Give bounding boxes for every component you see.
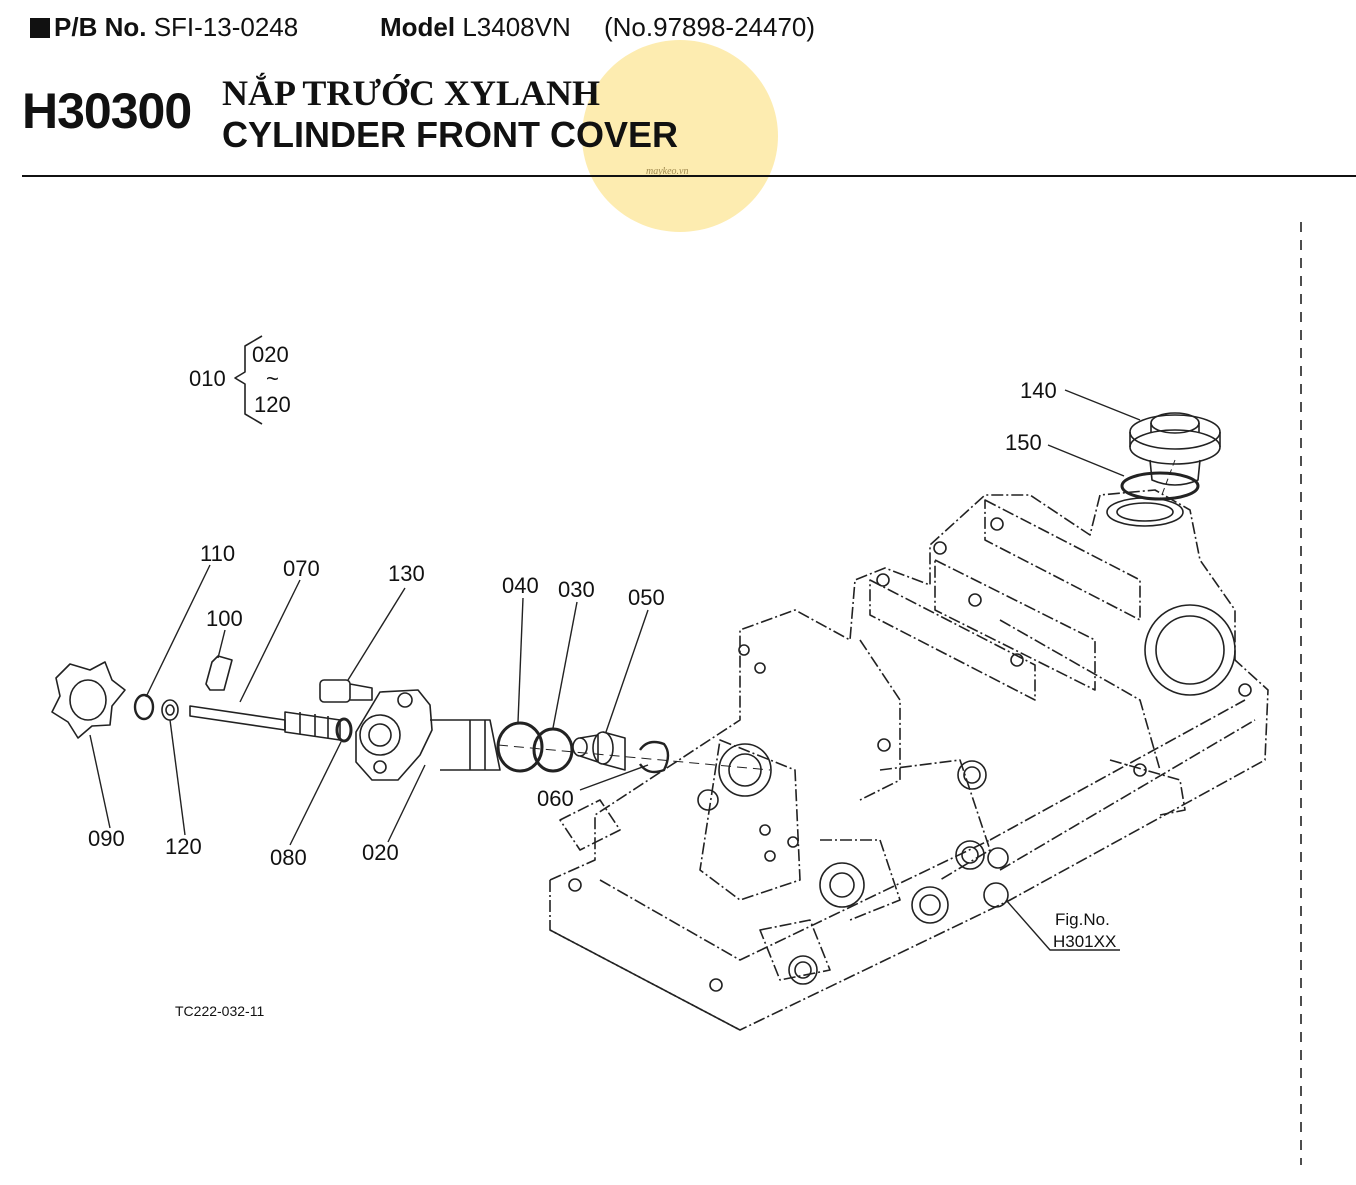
part-090-knob (51, 661, 126, 739)
label-120: 120 (165, 834, 202, 859)
leader-lines (89, 389, 1141, 951)
pb-value: SFI-13-0248 (153, 12, 299, 42)
part-030-backup-ring (532, 727, 574, 773)
centerline-vertical (1159, 459, 1176, 501)
watermark-text: maykeo.vn (646, 166, 689, 177)
part-070-shaft (189, 705, 341, 741)
watermark-logo (582, 40, 778, 232)
label-070: 070 (283, 556, 320, 581)
part-150-o-ring (1120, 471, 1200, 501)
label-assembly-tilde: ~ (266, 366, 279, 391)
part-120-washer (161, 699, 179, 721)
part-060-snap-ring (639, 740, 670, 774)
label-020: 020 (362, 840, 399, 865)
square-bullet-icon (30, 18, 50, 38)
label-040: 040 (502, 573, 539, 598)
label-050: 050 (628, 585, 665, 610)
label-080: 080 (270, 845, 307, 870)
label-010: 010 (189, 366, 226, 391)
part-020-cover (355, 689, 501, 781)
title-vietnamese: NẮP TRƯỚC XYLANH (222, 73, 601, 113)
section-code: H30300 (22, 83, 192, 139)
part-100-pin (205, 655, 233, 691)
model: Model L3408VN (380, 12, 571, 43)
part-040-o-ring (496, 721, 544, 773)
part-110-snap-ring (133, 693, 155, 721)
title-english: CYLINDER FRONT COVER (222, 114, 679, 155)
label-assembly-from: 020 (252, 342, 289, 367)
pb-label: P/B No. (54, 12, 147, 42)
fig-no-label: Fig.No. (1055, 910, 1110, 929)
label-150: 150 (1005, 430, 1042, 455)
label-assembly-to: 120 (254, 392, 291, 417)
assembly-bracket (234, 335, 263, 425)
centerline (497, 744, 771, 771)
label-110: 110 (200, 541, 235, 566)
serial-range: (No.97898-24470) (604, 12, 816, 42)
label-100: 100 (206, 606, 243, 631)
cylinder-housing (549, 489, 1269, 1031)
label-030: 030 (558, 577, 595, 602)
model-value: L3408VN (462, 12, 571, 42)
drawing-code: TC222-032-11 (175, 1003, 264, 1019)
label-060: 060 (537, 786, 574, 811)
header-rule (22, 175, 1356, 177)
part-140-cap (1129, 412, 1221, 486)
part-080-o-ring (335, 717, 353, 743)
part-050-valve (572, 731, 626, 771)
label-140: 140 (1020, 378, 1057, 403)
fig-no-value: H301XX (1053, 932, 1116, 951)
model-label: Model (380, 12, 456, 42)
pb-number: P/B No. SFI-13-0248 (30, 12, 298, 43)
housing-bosses (568, 497, 1252, 992)
label-130: 130 (388, 561, 425, 586)
callout-labels: 010 020 ~ 120 110 070 130 100 040 030 05… (88, 342, 1116, 1019)
part-130-plug (319, 679, 373, 703)
part-090-knob-hub (69, 679, 107, 721)
label-090: 090 (88, 826, 125, 851)
